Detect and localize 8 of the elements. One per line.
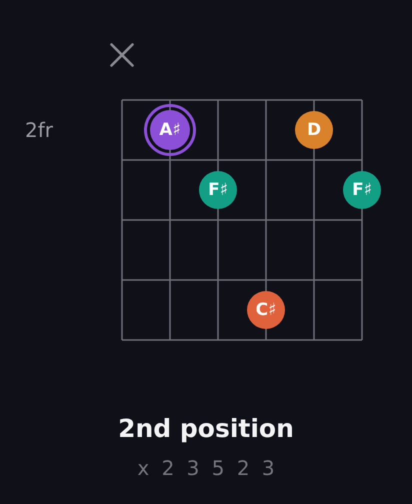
root-note-dot: A♯ xyxy=(144,104,196,156)
position-title: 2nd position xyxy=(118,416,294,441)
base-fret-label: 2fr xyxy=(25,120,53,140)
note-dot: D xyxy=(295,111,333,149)
note-dot: F♯ xyxy=(343,171,381,209)
note-dot: C♯ xyxy=(247,291,285,329)
note-dot: F♯ xyxy=(199,171,237,209)
fingering-label: x 2 3 5 2 3 xyxy=(137,458,278,478)
